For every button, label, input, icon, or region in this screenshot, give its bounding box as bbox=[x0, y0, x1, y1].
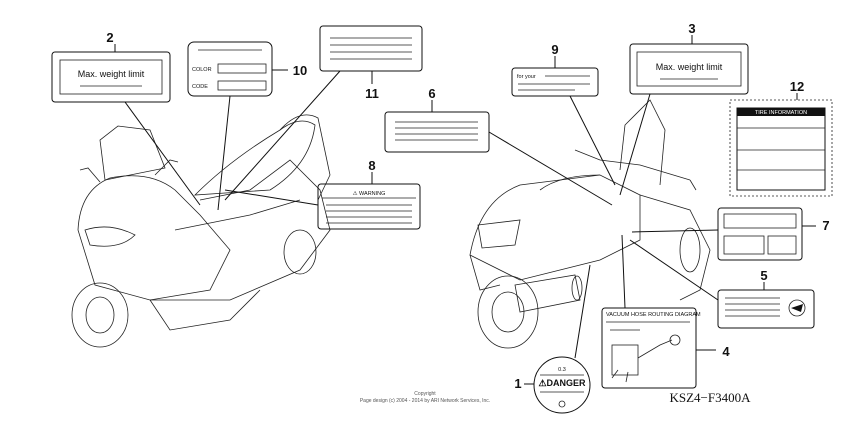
label-3-max-weight: Max. weight limit bbox=[629, 43, 749, 95]
label-10-color-code: COLOR CODE bbox=[187, 41, 273, 97]
left-scooter-illustration bbox=[71, 114, 331, 348]
label-5 bbox=[717, 289, 815, 329]
label-8-warning: ⚠ WARNING bbox=[317, 183, 421, 230]
label-12-tire-info: TIRE INFORMATION bbox=[729, 99, 833, 197]
label-6 bbox=[384, 111, 490, 153]
label-4-text: VACUUM HOSE ROUTING DIAGRAM bbox=[606, 312, 701, 318]
label-9-for-your: for your bbox=[511, 67, 599, 97]
label-9-text: for your bbox=[517, 74, 536, 80]
callout-1: 1 bbox=[514, 376, 521, 391]
label-7 bbox=[717, 207, 803, 261]
callout-10: 10 bbox=[293, 63, 307, 78]
label-3-text: Max. weight limit bbox=[656, 62, 723, 72]
callout-7: 7 bbox=[822, 218, 829, 233]
diagram-code: KSZ4−F3400A bbox=[669, 390, 751, 405]
copyright-line-1: Copyright bbox=[414, 391, 436, 397]
label-2-text: Max. weight limit bbox=[78, 69, 145, 79]
label-2-max-weight: Max. weight limit bbox=[51, 51, 171, 103]
callout-9: 9 bbox=[551, 42, 558, 57]
label-8-text: ⚠ WARNING bbox=[353, 190, 386, 197]
label-12-text: TIRE INFORMATION bbox=[755, 110, 807, 116]
callout-3: 3 bbox=[688, 21, 695, 36]
label-4-vacuum-hose: VACUUM HOSE ROUTING DIAGRAM bbox=[601, 307, 701, 389]
callout-4: 4 bbox=[722, 344, 730, 359]
callout-11: 11 bbox=[365, 86, 379, 101]
label-1-top: 0.3 bbox=[558, 367, 566, 373]
callout-12: 12 bbox=[790, 79, 804, 94]
label-11 bbox=[319, 25, 423, 72]
label-1-danger: 0.3 ⚠DANGER bbox=[533, 356, 591, 414]
label-10-code: CODE bbox=[192, 84, 208, 90]
callout-6: 6 bbox=[428, 86, 435, 101]
callout-8: 8 bbox=[368, 158, 375, 173]
copyright-line-2: Page design (c) 2004 - 2014 by ARI Netwo… bbox=[360, 398, 490, 404]
label-1-text: ⚠DANGER bbox=[538, 378, 586, 388]
callout-2: 2 bbox=[106, 30, 113, 45]
right-scooter-illustration bbox=[469, 99, 711, 349]
callout-5: 5 bbox=[760, 268, 767, 283]
label-10-color: COLOR bbox=[192, 67, 212, 73]
